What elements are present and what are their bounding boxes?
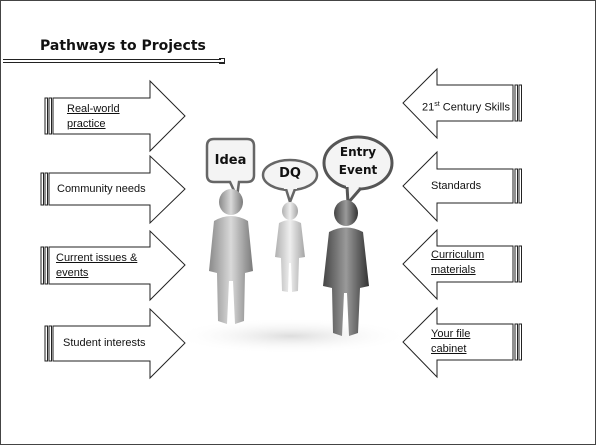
left-arrow-3-label: Current issues & events: [56, 252, 138, 279]
speech-bubble-idea: [205, 137, 256, 202]
left-arrow-2: [40, 154, 186, 225]
left-arrow-4: [44, 307, 186, 380]
right-arrow-1-label-number: 21: [422, 101, 435, 114]
right-arrow-2-label: Standards: [431, 180, 482, 192]
right-arrow-1-label: 21st Century Skills: [422, 97, 532, 116]
left-arrow-1-label: Real-world practice: [67, 103, 120, 130]
right-arrow-1-label-suffix: st: [434, 101, 440, 108]
title-underline-bottom: [3, 62, 225, 63]
left-arrow-3: [40, 229, 186, 302]
left-arrow-1: [44, 79, 186, 153]
bubble-event-text: Event: [338, 163, 378, 177]
slide-title: Pathways to Projects: [40, 38, 206, 54]
floor-shadow: [171, 318, 411, 354]
right-arrow-4-label: Your file cabinet: [431, 328, 471, 355]
title-underline-top: [3, 59, 221, 60]
right-arrow-2: [402, 150, 522, 223]
left-arrow-2-label: Community needs: [57, 183, 146, 195]
right-arrow-1: [402, 67, 522, 140]
left-arrow-4-label: Student interests: [63, 337, 146, 349]
speech-bubble-entry-event: [322, 135, 394, 207]
bubble-dq-text: DQ: [279, 166, 301, 181]
bubble-idea-text: Idea: [214, 153, 247, 168]
right-arrow-3-label: Curriculum materials: [431, 249, 485, 276]
title-underline-end: [219, 58, 225, 64]
person-right-figure: [323, 200, 369, 336]
person-left-figure: [209, 189, 253, 324]
right-arrow-4: [402, 306, 522, 379]
right-arrow-3: [402, 228, 522, 301]
person-middle-figure: [275, 202, 305, 292]
speech-bubble-dq: [261, 158, 319, 206]
bubble-entry-text: Entry: [339, 145, 377, 159]
right-arrow-1-label-rest: Century Skills: [439, 101, 510, 114]
